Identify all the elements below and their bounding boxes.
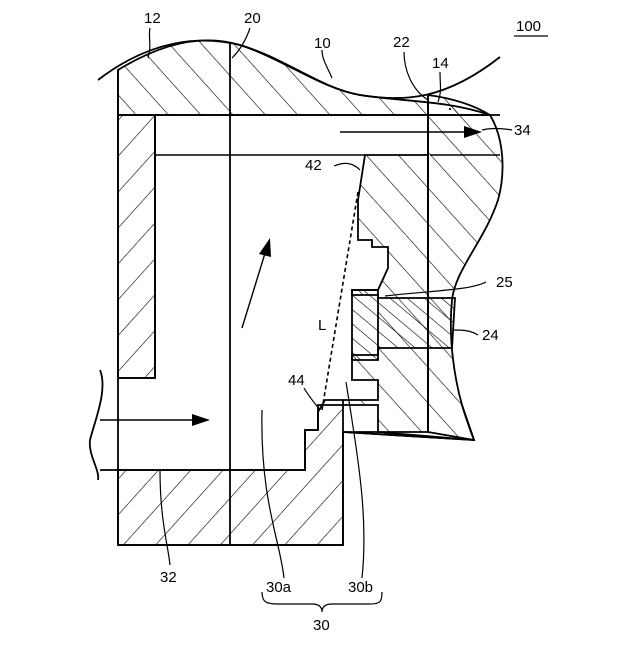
label-22: 22 <box>393 34 410 51</box>
label-14: 14 <box>432 55 449 72</box>
label-24: 24 <box>482 327 499 344</box>
label-42: 42 <box>305 157 322 174</box>
housing-left-wall <box>118 115 155 378</box>
label-32: 32 <box>160 569 177 586</box>
label-20: 20 <box>244 10 261 27</box>
label-L: L <box>318 317 326 334</box>
label-30: 30 <box>313 617 330 634</box>
label-25: 25 <box>496 274 513 291</box>
right-wall-member <box>428 95 503 440</box>
label-30b: 30b <box>348 579 373 596</box>
left-wavy-edge <box>90 370 103 480</box>
label-30a: 30a <box>266 579 292 596</box>
label-10: 10 <box>314 35 331 52</box>
label-44: 44 <box>288 372 305 389</box>
label-100: 100 <box>516 18 541 35</box>
label-12: 12 <box>144 10 161 27</box>
label-34: 34 <box>514 122 531 139</box>
